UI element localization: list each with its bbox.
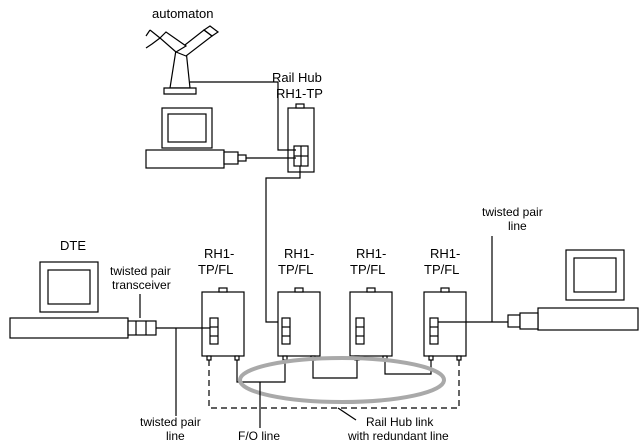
- tp-transceiver-label-line1: twisted pair: [110, 264, 171, 278]
- hub-1-label-line2: TP/FL: [198, 262, 233, 277]
- hub-4-label-line2: TP/FL: [424, 262, 459, 277]
- fo-link-hub2-hub3: [312, 360, 358, 379]
- automaton-robot-icon: [145, 25, 220, 95]
- redundant-line: [208, 360, 460, 409]
- automaton-label: automaton: [152, 6, 213, 21]
- fo-line-label: F/O line: [238, 429, 280, 443]
- fo-link-hub3-hub4: [384, 360, 432, 375]
- rail-hub-link-label-line1: Rail Hub link: [366, 415, 434, 429]
- hub-3-label-line1: RH1-: [356, 246, 386, 261]
- fo-ring-highlight: [238, 356, 446, 404]
- rail-hub-label-line1: Rail Hub: [272, 70, 322, 85]
- hub-4: RH1- TP/FL: [423, 246, 467, 361]
- rail-hub-rh1-tp-device: [287, 103, 315, 173]
- tp-line-right-label-line1: twisted pair: [482, 205, 543, 219]
- hub-4-label-line1: RH1-: [430, 246, 460, 261]
- rail-hub-link-label-line2: with redundant line: [347, 429, 449, 443]
- tp-line-bottom-label-line1: twisted pair: [140, 415, 201, 429]
- tp-transceiver-label-line2: transceiver: [112, 278, 171, 292]
- fo-link-hub1-hub2: [236, 360, 286, 383]
- right-computer-icon: [507, 249, 639, 331]
- hub-1-label-line1: RH1-: [204, 246, 234, 261]
- hub-2: RH1- TP/FL: [277, 246, 321, 361]
- automaton-cable: [190, 81, 296, 151]
- tp-line-right-label-line2: line: [508, 219, 527, 233]
- dte-label: DTE: [60, 238, 86, 253]
- tp-line-bottom-label-line2: line: [166, 429, 185, 443]
- hub-2-label-line2: TP/FL: [278, 262, 313, 277]
- top-computer-icon: [145, 107, 247, 169]
- hub-1: RH1- TP/FL: [198, 246, 245, 361]
- hub-3-label-line2: TP/FL: [350, 262, 385, 277]
- hub-2-label-line1: RH1-: [284, 246, 314, 261]
- rail-hub-downlink-cable: [265, 166, 301, 323]
- hub-3: RH1- TP/FL: [349, 246, 393, 361]
- rail-hub-label-line2: RH1-TP: [276, 86, 323, 101]
- dte-computer-icon: [9, 261, 129, 339]
- twisted-pair-transceiver-icon: [127, 320, 157, 336]
